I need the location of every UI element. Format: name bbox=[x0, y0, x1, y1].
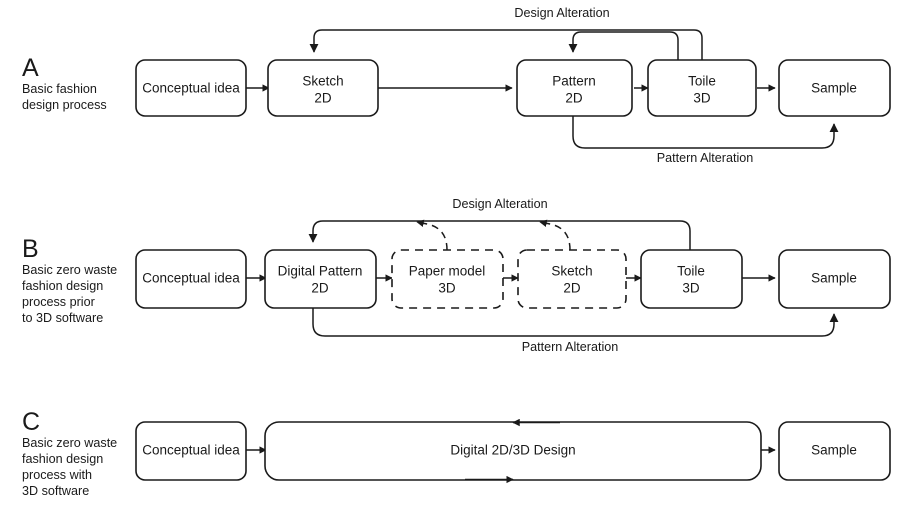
c-node-conceptual-idea-label: Conceptual idea bbox=[142, 443, 240, 458]
panel-a-caption-line-1: Basic fashion bbox=[22, 82, 97, 96]
b-node-sample-rect bbox=[778, 249, 891, 309]
a-node-conceptual-idea-label: Conceptual idea bbox=[142, 81, 240, 96]
b-node-paper-model-label: Paper model bbox=[409, 264, 486, 279]
a-node-toile-sublabel: 3D bbox=[693, 91, 711, 106]
c-node-digital-design[interactable]: Digital 2D/3D Design bbox=[264, 418, 762, 484]
a-node-sample-label: Sample bbox=[811, 81, 857, 96]
b-node-paper-model[interactable]: Paper model 3D bbox=[391, 249, 504, 309]
a-node-pattern-label: Pattern bbox=[552, 74, 596, 89]
b-node-digital-pattern-sublabel: 2D bbox=[311, 281, 329, 296]
a-node-conceptual-idea-rect bbox=[135, 59, 247, 117]
b-node-paper-model-rect bbox=[391, 249, 504, 309]
b-pattern-alteration-label: Pattern Alteration bbox=[522, 340, 619, 354]
a-node-pattern-sublabel: 2D bbox=[565, 91, 583, 106]
panel-c-caption-line-2: fashion design bbox=[22, 452, 103, 466]
c-node-digital-design-label: Digital 2D/3D Design bbox=[450, 443, 575, 458]
b-node-sketch[interactable]: Sketch 2D bbox=[517, 249, 627, 309]
b-node-sketch-sublabel: 2D bbox=[563, 281, 581, 296]
panel-b-caption-line-2: fashion design bbox=[22, 279, 103, 293]
a-toile-to-pattern-arrow bbox=[568, 31, 679, 60]
panel-b-caption-line-4: to 3D software bbox=[22, 311, 103, 325]
a-node-conceptual-idea[interactable]: Conceptual idea bbox=[135, 59, 247, 117]
a-pattern-alteration-arrow bbox=[572, 116, 839, 149]
b-node-sample-label: Sample bbox=[811, 271, 857, 286]
panel-c-caption-line-1: Basic zero waste bbox=[22, 436, 117, 450]
a-design-alteration-label: Design Alteration bbox=[514, 6, 609, 20]
c-node-sample-rect bbox=[778, 421, 891, 481]
a-node-toile-label: Toile bbox=[688, 74, 716, 89]
a-node-toile[interactable]: Toile 3D bbox=[647, 59, 757, 117]
a-node-sketch-sublabel: 2D bbox=[314, 91, 332, 106]
c-node-conceptual-idea[interactable]: Conceptual idea bbox=[135, 421, 247, 481]
panel-c-caption-line-3: process with bbox=[22, 468, 92, 482]
b-pattern-alteration-arrow bbox=[312, 308, 839, 337]
b-node-paper-model-sublabel: 3D bbox=[438, 281, 456, 296]
panel-c-letter: C bbox=[22, 408, 40, 436]
b-node-toile-sublabel: 3D bbox=[682, 281, 700, 296]
a-design-alteration-arrow bbox=[309, 29, 703, 60]
b-node-conceptual-idea[interactable]: Conceptual idea bbox=[135, 249, 247, 309]
b-node-sketch-rect bbox=[517, 249, 627, 309]
panel-c-caption-line-4: 3D software bbox=[22, 484, 89, 498]
b-node-digital-pattern-rect bbox=[264, 249, 377, 309]
b-node-digital-pattern[interactable]: Digital Pattern 2D bbox=[264, 249, 377, 309]
b-node-conceptual-idea-label: Conceptual idea bbox=[142, 271, 240, 286]
panel-b-caption-line-1: Basic zero waste bbox=[22, 263, 117, 277]
a-node-sketch-rect bbox=[267, 59, 379, 117]
c-node-sample-label: Sample bbox=[811, 443, 857, 458]
b-design-alteration-label: Design Alteration bbox=[452, 197, 547, 211]
a-node-toile-rect bbox=[647, 59, 757, 117]
a-node-sketch-label: Sketch bbox=[302, 74, 343, 89]
b-node-sketch-label: Sketch bbox=[551, 264, 592, 279]
b-node-sample[interactable]: Sample bbox=[778, 249, 891, 309]
b-node-toile[interactable]: Toile 3D bbox=[640, 249, 743, 309]
panel-a-caption-line-2: design process bbox=[22, 98, 107, 112]
a-node-pattern[interactable]: Pattern 2D bbox=[516, 59, 633, 117]
a-pattern-alteration-label: Pattern Alteration bbox=[657, 151, 754, 165]
panel-b-letter: B bbox=[22, 235, 39, 263]
panel-b-caption-line-3: process prior bbox=[22, 295, 95, 309]
b-node-toile-rect bbox=[640, 249, 743, 309]
panel-a: A Basic fashion design process Design Al… bbox=[22, 6, 891, 165]
b-paper-model-branch-arrow bbox=[416, 219, 448, 251]
a-node-pattern-rect bbox=[516, 59, 633, 117]
panel-b: B Basic zero waste fashion design proces… bbox=[22, 197, 891, 354]
panel-a-letter: A bbox=[22, 54, 39, 82]
b-design-alteration-arrow bbox=[308, 220, 691, 250]
a-node-sketch[interactable]: Sketch 2D bbox=[267, 59, 379, 117]
b-node-toile-label: Toile bbox=[677, 264, 705, 279]
a-node-sample[interactable]: Sample bbox=[778, 59, 891, 117]
c-node-conceptual-idea-rect bbox=[135, 421, 247, 481]
b-node-digital-pattern-label: Digital Pattern bbox=[278, 264, 363, 279]
panel-c: C Basic zero waste fashion design proces… bbox=[22, 408, 891, 498]
b-sketch-branch-arrow bbox=[539, 219, 571, 251]
b-node-conceptual-idea-rect bbox=[135, 249, 247, 309]
c-node-sample[interactable]: Sample bbox=[778, 421, 891, 481]
a-node-sample-rect bbox=[778, 59, 891, 117]
